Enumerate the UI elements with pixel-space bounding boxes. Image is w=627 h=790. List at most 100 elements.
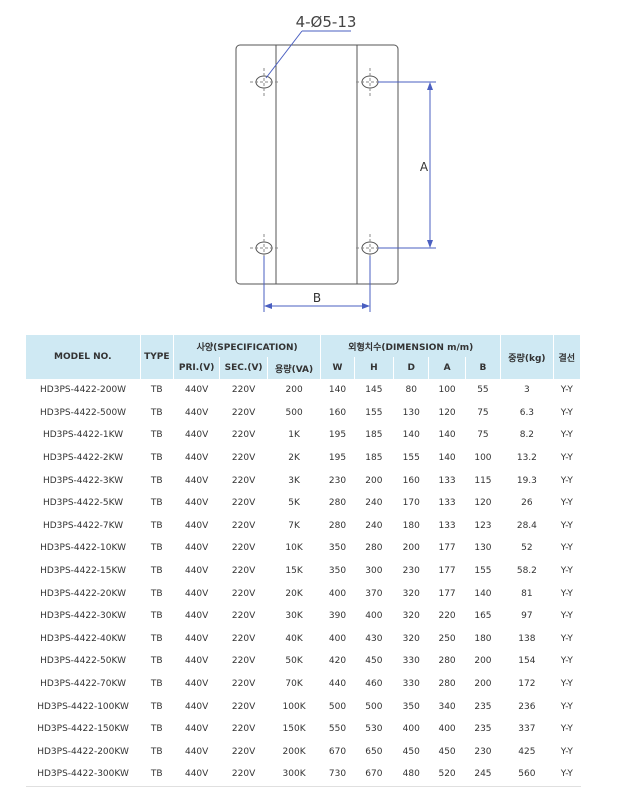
pri-cell: 440V	[173, 763, 220, 787]
b-cell: 235	[474, 724, 492, 735]
h-cell: 430	[365, 633, 383, 644]
a-cell: 280	[438, 656, 456, 667]
type-cell: TB	[150, 430, 163, 441]
type-cell: TB	[150, 498, 163, 509]
header-model: MODEL NO.	[26, 335, 141, 379]
h-cell: 185	[365, 430, 383, 441]
dimension-a: A	[378, 81, 436, 249]
a-cell: 120	[438, 407, 456, 418]
dimension-drawing: 4-Ø5-13 A B	[235, 13, 436, 312]
d-cell: 140	[402, 430, 420, 441]
h-cell: 200	[365, 475, 383, 486]
b-cell: 235	[474, 701, 492, 712]
capacity-cell: 10K	[285, 543, 303, 554]
model-cell: HD3PS-4422-200KW	[37, 746, 129, 757]
w-cell: 400	[328, 633, 347, 644]
w-cell: 400	[328, 588, 347, 599]
pri-cell: 440V	[184, 656, 209, 667]
header-wiring: 결선	[553, 335, 582, 379]
mount-hole-bottom-left	[250, 234, 278, 262]
d-cell: 320	[402, 633, 420, 644]
wiring-cell: Y-Y	[560, 746, 573, 757]
header-b: B	[465, 357, 502, 379]
sec-cell: 220V	[231, 430, 256, 441]
b-cell: 75	[477, 407, 489, 418]
pri-cell: 440V	[184, 588, 209, 599]
d-cell: 180	[402, 520, 420, 531]
weight-cell: 172	[518, 679, 536, 690]
w-cell: 280	[328, 498, 347, 509]
dimension-a-label: A	[420, 160, 429, 174]
header-row-sub: PRI.(V) SEC.(V) 용량(VA) W H D A B	[26, 357, 581, 379]
h-cell: 670	[354, 763, 394, 787]
model-cell: HD3PS-4422-100KW	[37, 701, 129, 712]
capacity-cell: 7K	[288, 520, 300, 531]
a-cell: 140	[438, 453, 456, 464]
model-cell: HD3PS-4422-20KW	[40, 588, 126, 599]
wiring-cell: Y-Y	[560, 566, 573, 577]
h-cell: 400	[365, 611, 383, 622]
capacity-cell: 200	[285, 385, 303, 396]
d-cell: 350	[402, 701, 420, 712]
model-cell: HD3PS-4422-500W	[40, 407, 127, 418]
w-cell: 230	[328, 475, 347, 486]
type-cell: TB	[150, 475, 163, 486]
sec-cell: 220V	[231, 611, 256, 622]
pri-cell: 440V	[184, 385, 209, 396]
sec-cell: 220V	[231, 498, 256, 509]
pri-cell: 440V	[184, 566, 209, 577]
type-cell: TB	[150, 724, 163, 735]
capacity-cell: 500	[285, 407, 303, 418]
b-cell: 130	[474, 543, 492, 554]
model-cell: HD3PS-4422-5KW	[42, 498, 124, 509]
wiring-cell: Y-Y	[560, 611, 573, 622]
type-cell: TB	[150, 543, 163, 554]
weight-cell: 6.3	[519, 407, 535, 418]
wiring-cell: Y-Y	[560, 656, 573, 667]
b-cell: 123	[474, 520, 492, 531]
header-sec: SEC.(V)	[219, 357, 268, 379]
h-cell: 460	[365, 679, 383, 690]
wiring-cell: Y-Y	[560, 520, 573, 531]
h-cell: 185	[365, 453, 383, 464]
pri-cell: 440V	[184, 701, 209, 712]
mount-hole-top-left	[250, 68, 278, 96]
capacity-cell: 30K	[285, 611, 303, 622]
capacity-cell: 100K	[282, 701, 306, 712]
w-cell: 140	[328, 385, 347, 396]
model-cell: HD3PS-4422-70KW	[40, 679, 126, 690]
capacity-cell: 15K	[285, 566, 303, 577]
capacity-cell: 70K	[285, 679, 303, 690]
model-cell: HD3PS-4422-40KW	[40, 633, 126, 644]
capacity-cell: 300K	[267, 763, 321, 787]
h-cell: 530	[365, 724, 383, 735]
h-cell: 155	[365, 407, 383, 418]
type-cell: TB	[150, 520, 163, 531]
b-cell: 200	[474, 656, 492, 667]
type-cell: TB	[150, 701, 163, 712]
header-type: TYPE	[140, 335, 174, 379]
b-cell: 75	[477, 430, 489, 441]
a-cell: 250	[438, 633, 456, 644]
sec-cell: 220V	[231, 520, 256, 531]
weight-cell: 236	[518, 701, 536, 712]
a-cell: 100	[438, 385, 456, 396]
w-cell: 350	[328, 543, 347, 554]
pri-cell: 440V	[184, 430, 209, 441]
sec-cell: 220V	[231, 656, 256, 667]
wiring-cell: Y-Y	[560, 475, 573, 486]
capacity-cell: 40K	[285, 633, 303, 644]
sec-cell: 220V	[231, 475, 256, 486]
wiring-cell: Y-Y	[553, 763, 581, 787]
pri-cell: 440V	[184, 498, 209, 509]
b-cell: 140	[474, 588, 492, 599]
capacity-cell: 150K	[282, 724, 306, 735]
type-cell: TB	[150, 611, 163, 622]
pri-cell: 440V	[184, 453, 209, 464]
